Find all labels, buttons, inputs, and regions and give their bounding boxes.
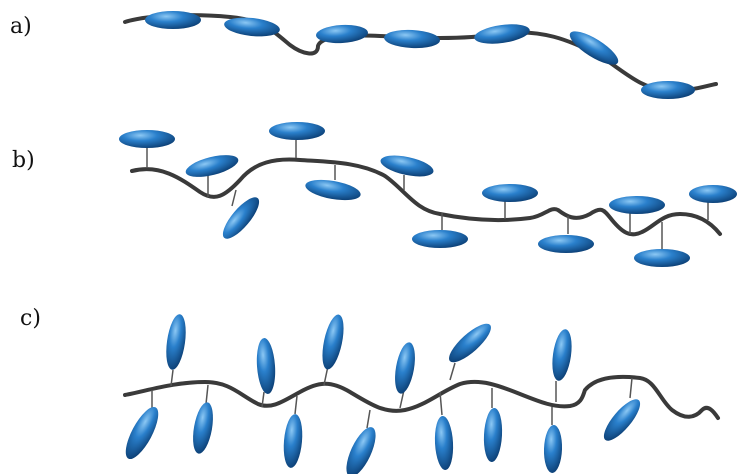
mesogen-ellipse — [163, 313, 189, 371]
mesogen-ellipse — [641, 81, 695, 99]
spacer-line — [232, 190, 236, 206]
mesogen-ellipse — [634, 249, 690, 267]
spacer-line — [367, 410, 370, 428]
mesogen-group-c — [120, 313, 646, 474]
mesogen-ellipse — [145, 11, 201, 29]
mesogen-ellipse — [538, 235, 594, 253]
mesogen-ellipse — [543, 425, 563, 474]
mesogen-ellipse — [609, 196, 665, 214]
panel-b-diagram — [119, 122, 737, 267]
spacer-line — [450, 363, 455, 380]
mesogen-ellipse — [483, 408, 504, 463]
mesogen-ellipse — [190, 401, 217, 455]
mesogen-ellipse — [282, 413, 305, 468]
mesogen-ellipse — [184, 151, 241, 182]
panel-c-diagram — [120, 313, 718, 474]
mesogen-ellipse — [565, 26, 622, 71]
spacer-line — [206, 385, 208, 404]
mesogen-ellipse — [341, 423, 382, 474]
mesogen-ellipse — [318, 313, 347, 372]
panel-a-diagram — [125, 11, 716, 99]
mesogen-ellipse — [119, 130, 175, 148]
mesogen-ellipse — [482, 184, 538, 202]
mesogen-ellipse — [384, 29, 441, 50]
mesogen-ellipse — [255, 337, 277, 394]
mesogen-ellipse — [444, 318, 496, 368]
spacer-line — [630, 378, 632, 398]
backbone-chain-a — [125, 15, 716, 90]
mesogen-group-b — [119, 122, 737, 267]
mesogen-group-a — [145, 11, 695, 99]
mesogen-ellipse — [269, 122, 325, 140]
mesogen-ellipse — [392, 341, 419, 395]
mesogen-ellipse — [120, 403, 165, 464]
mesogen-ellipse — [473, 21, 531, 47]
mesogen-ellipse — [412, 230, 468, 248]
mesogen-ellipse — [598, 394, 645, 445]
spacer-line — [295, 396, 297, 414]
mesogen-ellipse — [549, 328, 574, 382]
mesogen-ellipse — [304, 176, 362, 203]
mesogen-ellipse — [217, 192, 264, 243]
mesogen-ellipse — [434, 416, 455, 471]
mesogen-ellipse — [689, 185, 737, 203]
